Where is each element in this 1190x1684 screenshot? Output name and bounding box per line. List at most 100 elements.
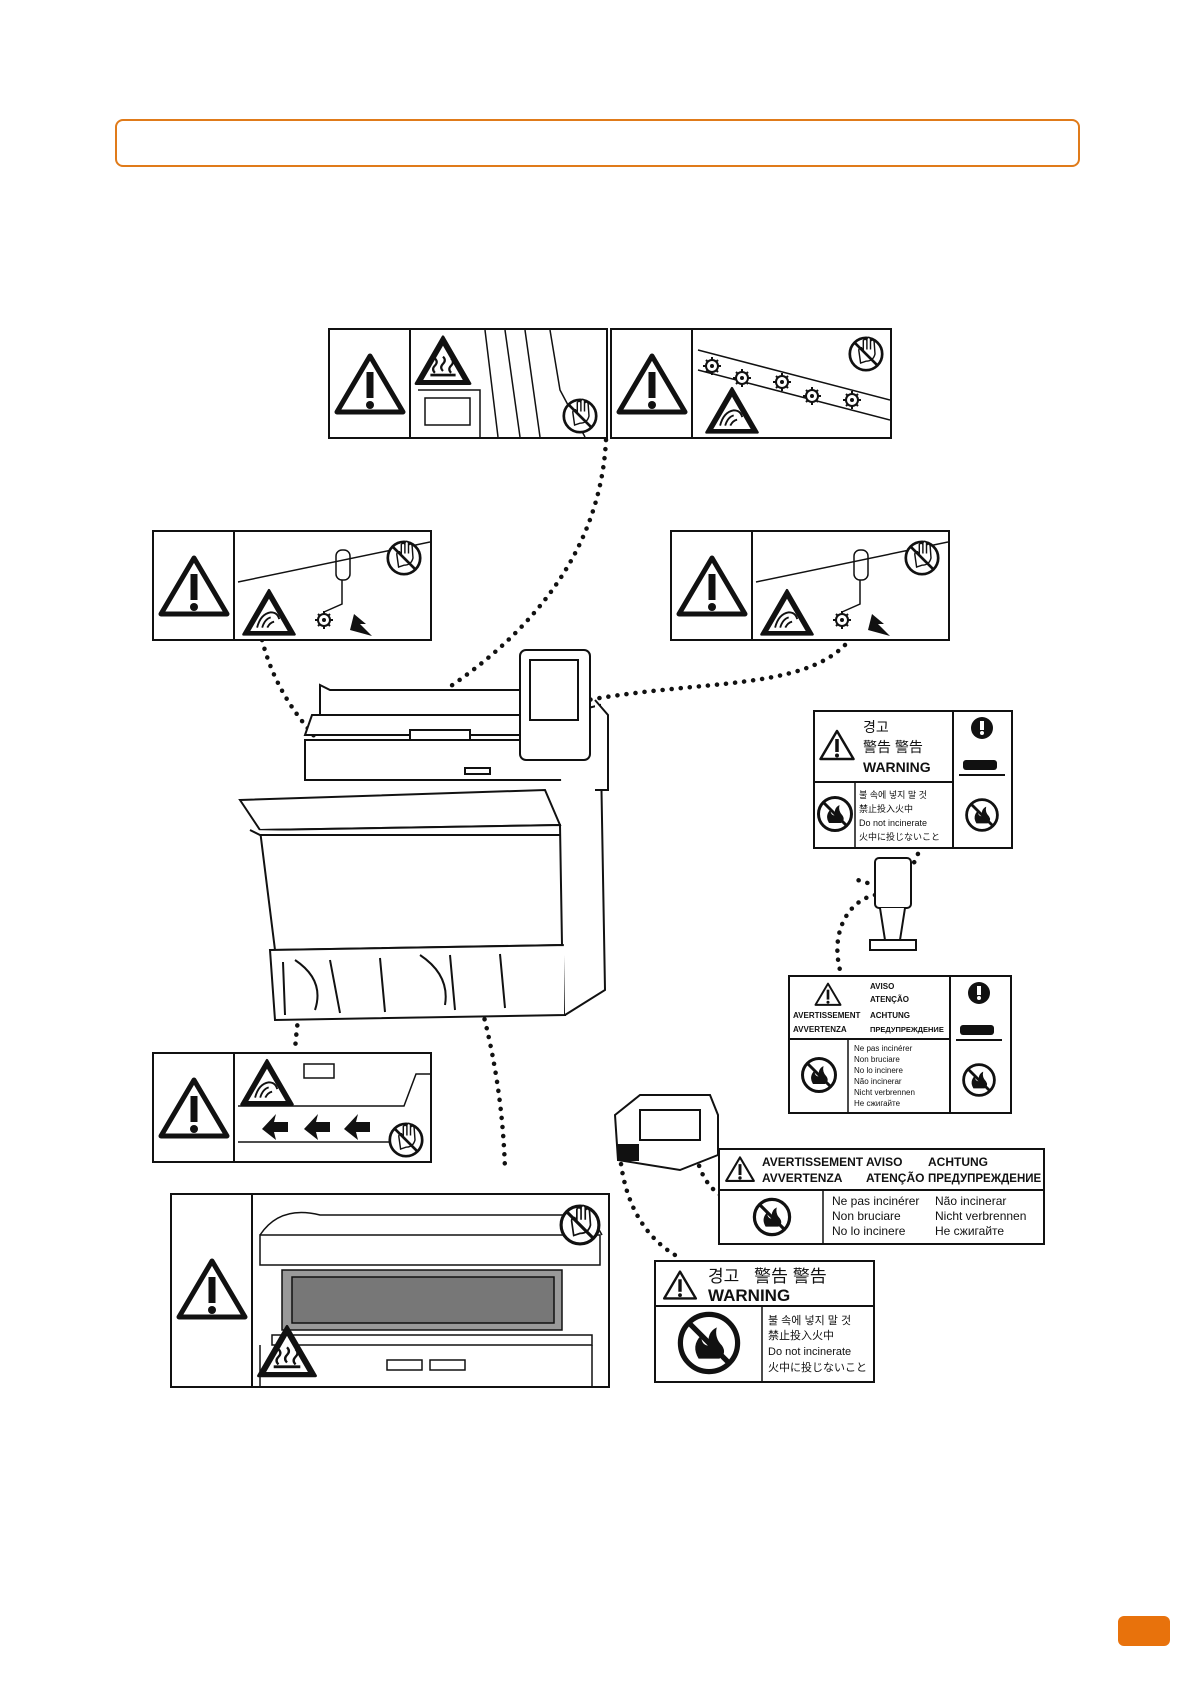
heading-avertissement: AVERTISSEMENT: [762, 1155, 864, 1169]
heading-russian: ПРЕДУПРЕЖДЕНИЕ: [870, 1025, 944, 1034]
warning-triangle-icon: [619, 356, 685, 412]
warning-triangle-icon: [179, 1261, 245, 1317]
pinch-hazard-icon: [760, 588, 814, 636]
heading-atencao: ATENÇÃO: [866, 1170, 924, 1185]
exit-pinch-warning-label: [152, 1052, 432, 1163]
no-fire-icon: [801, 1057, 837, 1093]
gear-icon: [772, 372, 792, 392]
page-number-tab: [1118, 1616, 1170, 1646]
leader-line: [835, 892, 878, 973]
heading-korean: 경고: [863, 719, 889, 735]
warning-triangle-icon: [161, 558, 227, 614]
pinch-hazard-icon: [242, 588, 296, 636]
toner-warning-label-asia: 경고 警告 警告 WARNING 불 속에 넣지 말 것 禁止投入火中 Do n…: [813, 710, 1013, 849]
no-touch-icon: [562, 398, 598, 434]
no-fire-icon: [817, 796, 853, 832]
toner-cartridge-icon: [963, 760, 997, 770]
heading-achtung: ACHTUNG: [870, 1011, 910, 1020]
pinch-warning-label-right: [670, 530, 950, 641]
instruction-line: Do not incinerate: [859, 818, 927, 828]
no-touch-icon: [848, 336, 884, 372]
printer-illustration: [238, 649, 609, 1022]
arrow-icon: [350, 614, 372, 636]
heading-cjk: 警告 警告: [863, 739, 923, 755]
hot-surface-icon: [414, 335, 472, 385]
warning-triangle-icon: [662, 1270, 698, 1300]
pinch-warning-label-left: [152, 530, 432, 641]
pinch-warning-label: [610, 328, 892, 439]
no-fire-icon: [680, 1314, 737, 1371]
no-fire-icon: [965, 798, 999, 832]
arrow-icon: [304, 1114, 330, 1140]
heading-achtung: ACHTUNG: [928, 1155, 988, 1169]
pinch-hazard-icon: [240, 1058, 294, 1106]
warning-triangle-icon: [161, 1080, 227, 1136]
toner-bottle-illustration: [869, 857, 917, 951]
warning-triangle-icon: [337, 356, 403, 412]
no-touch-icon: [904, 539, 940, 576]
instruction-line: No lo incinere: [832, 1224, 906, 1238]
heading-avvertenza: AVVERTENZA: [762, 1171, 843, 1185]
warning-triangle-icon: [819, 729, 855, 761]
instruction-line: Não incinerar: [935, 1194, 1006, 1208]
instruction-line: 火中に投じないこと: [859, 831, 940, 842]
heat-warning-label: [328, 328, 608, 439]
warning-triangle-icon: [725, 1156, 755, 1182]
waste-toner-box-illustration: [613, 1094, 719, 1172]
heading-atencao: ATENÇÃO: [870, 995, 909, 1004]
warning-triangle-icon: [814, 982, 842, 1006]
instruction-line: 禁止投入火中: [768, 1328, 834, 1342]
hot-surface-icon: [257, 1324, 317, 1378]
gear-icon: [314, 610, 334, 630]
instruction-line: 불 속에 넣지 말 것: [768, 1314, 851, 1327]
instruction-line: 불 속에 넣지 말 것: [859, 789, 927, 800]
heading-cjk: 警告 警告: [754, 1267, 827, 1286]
warning-triangle-icon: [679, 558, 745, 614]
arrow-icon: [344, 1114, 370, 1140]
instruction-line: Ne pas incinérer: [832, 1194, 919, 1208]
no-touch-icon: [386, 539, 422, 576]
heading-avertissement: AVERTISSEMENT: [793, 1011, 861, 1020]
heading-english: WARNING: [708, 1286, 790, 1305]
waste-toner-warning-label-europe: AVERTISSEMENT AVISO ACHTUNG AVVERTENZA A…: [718, 1148, 1045, 1245]
gear-icon: [842, 390, 862, 410]
waste-toner-warning-label-asia: 경고 警告 警告 WARNING 불 속에 넣지 말 것 禁止投入火中 Do n…: [654, 1260, 875, 1383]
instruction-line: Не сжигайте: [935, 1224, 1004, 1238]
instruction-line: Non bruciare: [832, 1209, 901, 1223]
instruction-line: 禁止投入火中: [859, 803, 913, 814]
leader-line: [617, 1152, 678, 1258]
leader-line: [585, 642, 848, 703]
arrow-icon: [262, 1114, 288, 1140]
heading-english: WARNING: [863, 759, 931, 775]
fuser-heat-warning-label: [170, 1193, 610, 1388]
instruction-line: Non bruciare: [854, 1055, 900, 1064]
toner-warning-label-europe: AVISO ATENÇÃO AVERTISSEMENT ACHTUNG AVVE…: [788, 975, 1012, 1114]
no-fire-icon: [962, 1063, 996, 1097]
section-header-box: [115, 119, 1080, 167]
leader-line: [259, 637, 325, 748]
heading-russian: ПРЕДУПРЕЖДЕНИЕ: [928, 1173, 1042, 1185]
instruction-line: Do not incinerate: [768, 1346, 851, 1358]
pinch-hazard-icon: [705, 386, 759, 434]
heading-aviso: AVISO: [870, 982, 894, 991]
no-touch-icon: [388, 1121, 424, 1158]
mandatory-action-icon: [971, 717, 993, 739]
instruction-line: Nicht verbrennen: [935, 1209, 1026, 1223]
gear-icon: [732, 368, 752, 388]
no-fire-icon: [752, 1197, 792, 1237]
heading-avvertenza: AVVERTENZA: [793, 1025, 847, 1034]
gear-icon: [832, 610, 852, 630]
no-touch-icon: [559, 1203, 601, 1246]
instruction-line: 火中に投じないこと: [768, 1360, 867, 1374]
heading-korean: 경고: [708, 1267, 739, 1286]
heading-aviso: AVISO: [866, 1155, 902, 1169]
instruction-line: Ne pas incinérer: [854, 1044, 913, 1053]
toner-cartridge-icon: [960, 1025, 994, 1035]
instruction-line: Não incinerar: [854, 1077, 902, 1086]
arrow-icon: [868, 614, 890, 636]
instruction-line: No lo incinere: [854, 1066, 903, 1075]
leader-line: [442, 437, 609, 693]
instruction-line: Не сжигайте: [854, 1099, 901, 1108]
mandatory-action-icon: [968, 982, 990, 1004]
